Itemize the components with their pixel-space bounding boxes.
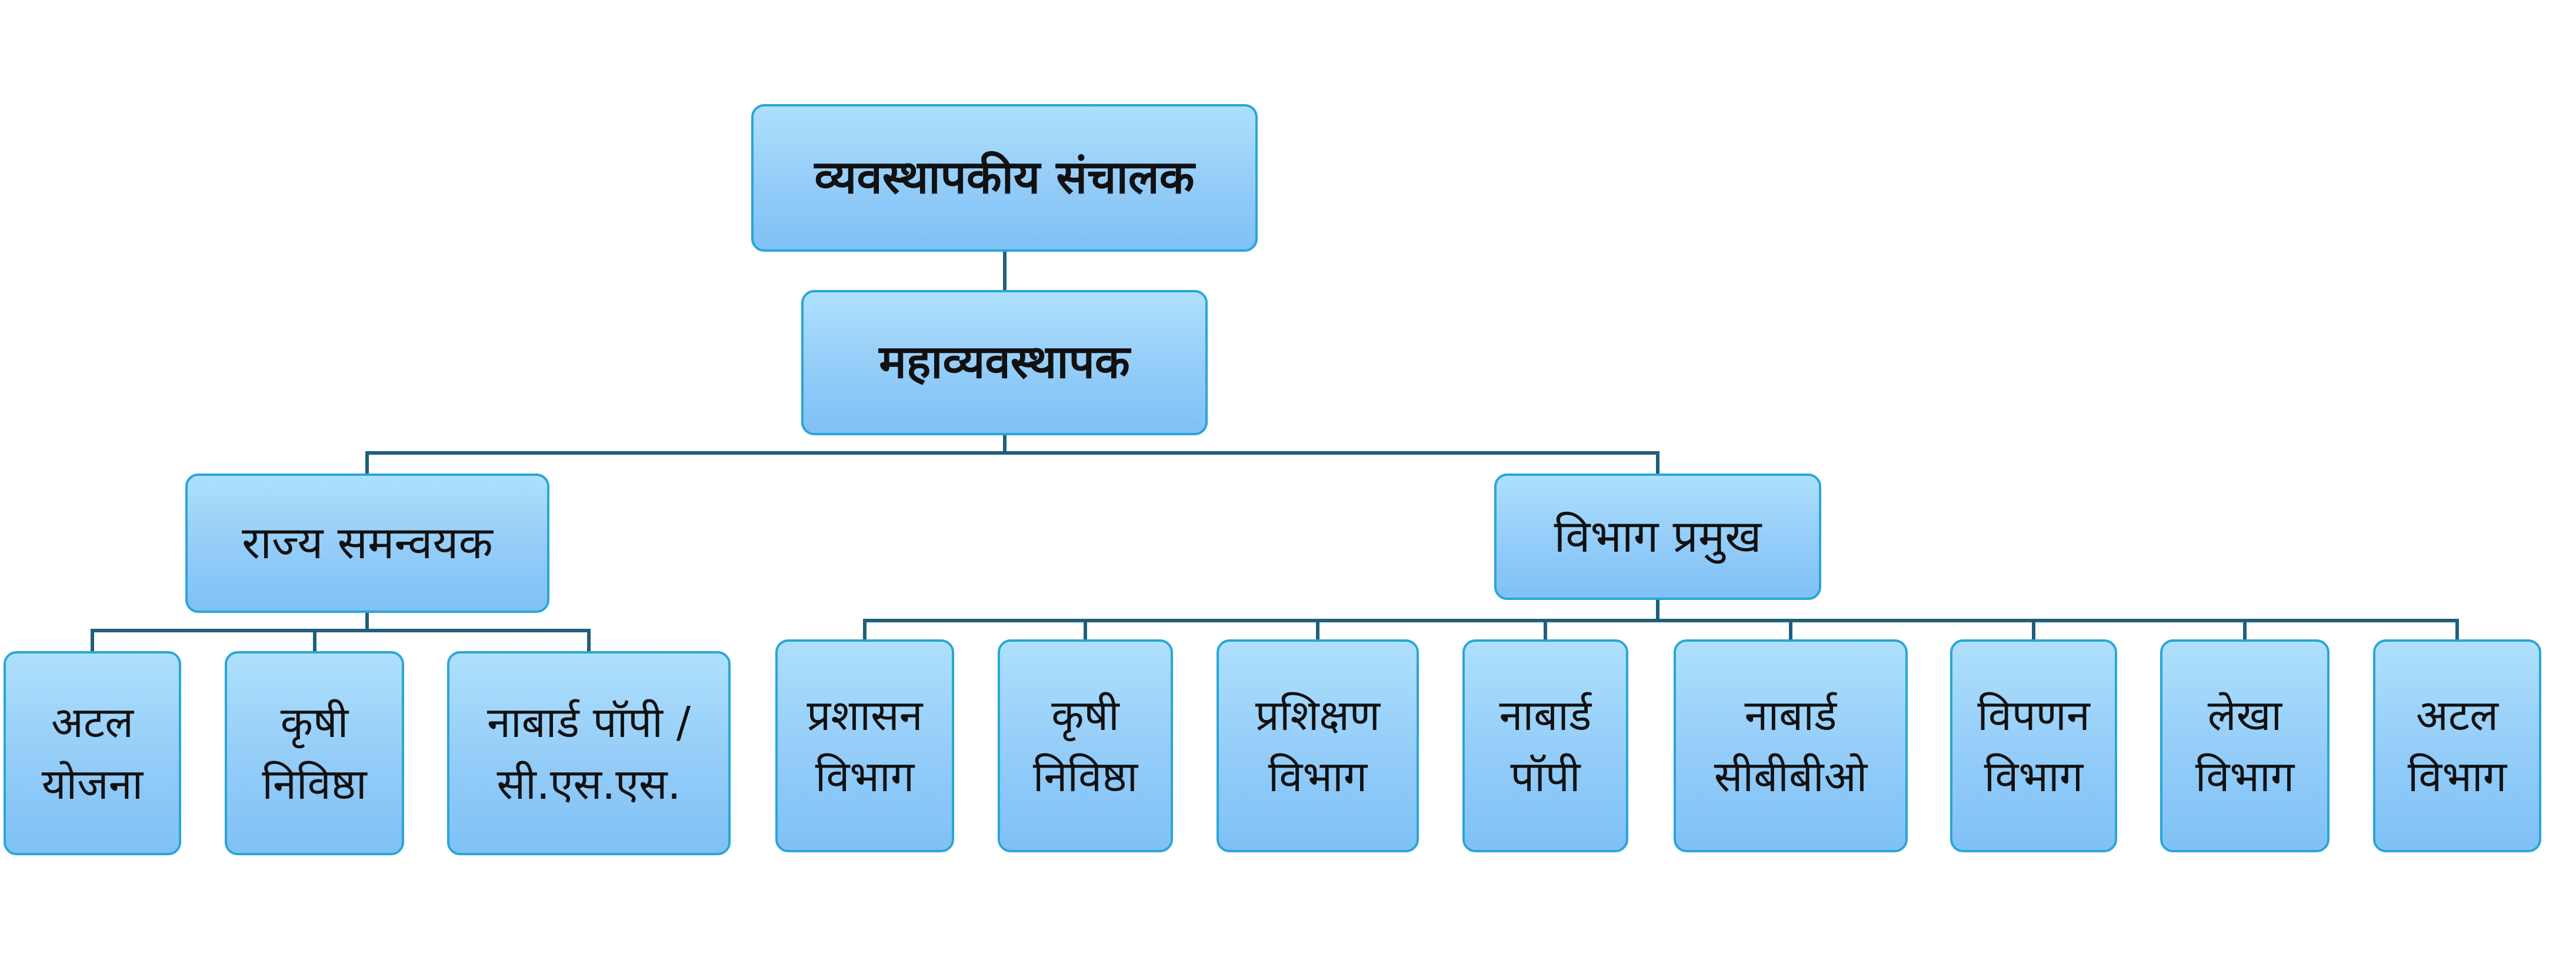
node-label: प्रशासन विभाग — [807, 690, 923, 801]
node-label: लेखा विभाग — [2195, 690, 2295, 801]
node-krushi-nivishtha-right: कृषी निविष्ठा — [998, 639, 1173, 852]
node-atal-vibhag: अटल विभाग — [2373, 639, 2541, 852]
node-label: विपणन विभाग — [1977, 690, 2090, 801]
node-nabard-poppy: नाबार्ड पॉपी — [1462, 639, 1628, 852]
node-label: व्यवस्थापकीय संचालक — [814, 151, 1195, 204]
node-label: प्रशिक्षण विभाग — [1255, 690, 1381, 801]
node-atal-yojana: अटल योजना — [4, 651, 181, 855]
node-krushi-nivishtha-left: कृषी निविष्ठा — [225, 651, 404, 855]
node-label: कृषी निविष्ठा — [1032, 690, 1138, 801]
node-label: अटल विभाग — [2407, 690, 2507, 801]
node-label: राज्य समन्वयक — [242, 516, 493, 569]
node-nabard-poppy-css: नाबार्ड पॉपी / सी.एस.एस. — [447, 651, 731, 855]
node-label: अटल योजना — [41, 698, 144, 809]
node-label: नाबार्ड सीबीबीओ — [1714, 690, 1868, 801]
node-lekha-vibhag: लेखा विभाग — [2160, 639, 2330, 852]
node-label: कृषी निविष्ठा — [262, 698, 367, 809]
node-label: नाबार्ड पॉपी — [1499, 690, 1592, 801]
node-state-coordinator: राज्य समन्वयक — [185, 474, 549, 613]
node-department-head: विभाग प्रमुख — [1494, 474, 1821, 600]
node-managing-director: व्यवस्थापकीय संचालक — [751, 104, 1258, 252]
node-nabard-cbbo: नाबार्ड सीबीबीओ — [1674, 639, 1908, 852]
node-prashasan-vibhag: प्रशासन विभाग — [775, 639, 954, 852]
node-vipanan-vibhag: विपणन विभाग — [1950, 639, 2117, 852]
node-label: महाव्यवस्थापक — [879, 335, 1130, 389]
node-label: विभाग प्रमुख — [1554, 510, 1762, 563]
node-prashikshan-vibhag: प्रशिक्षण विभाग — [1217, 639, 1419, 852]
node-general-manager: महाव्यवस्थापक — [801, 290, 1208, 435]
node-label: नाबार्ड पॉपी / सी.एस.एस. — [486, 698, 691, 809]
